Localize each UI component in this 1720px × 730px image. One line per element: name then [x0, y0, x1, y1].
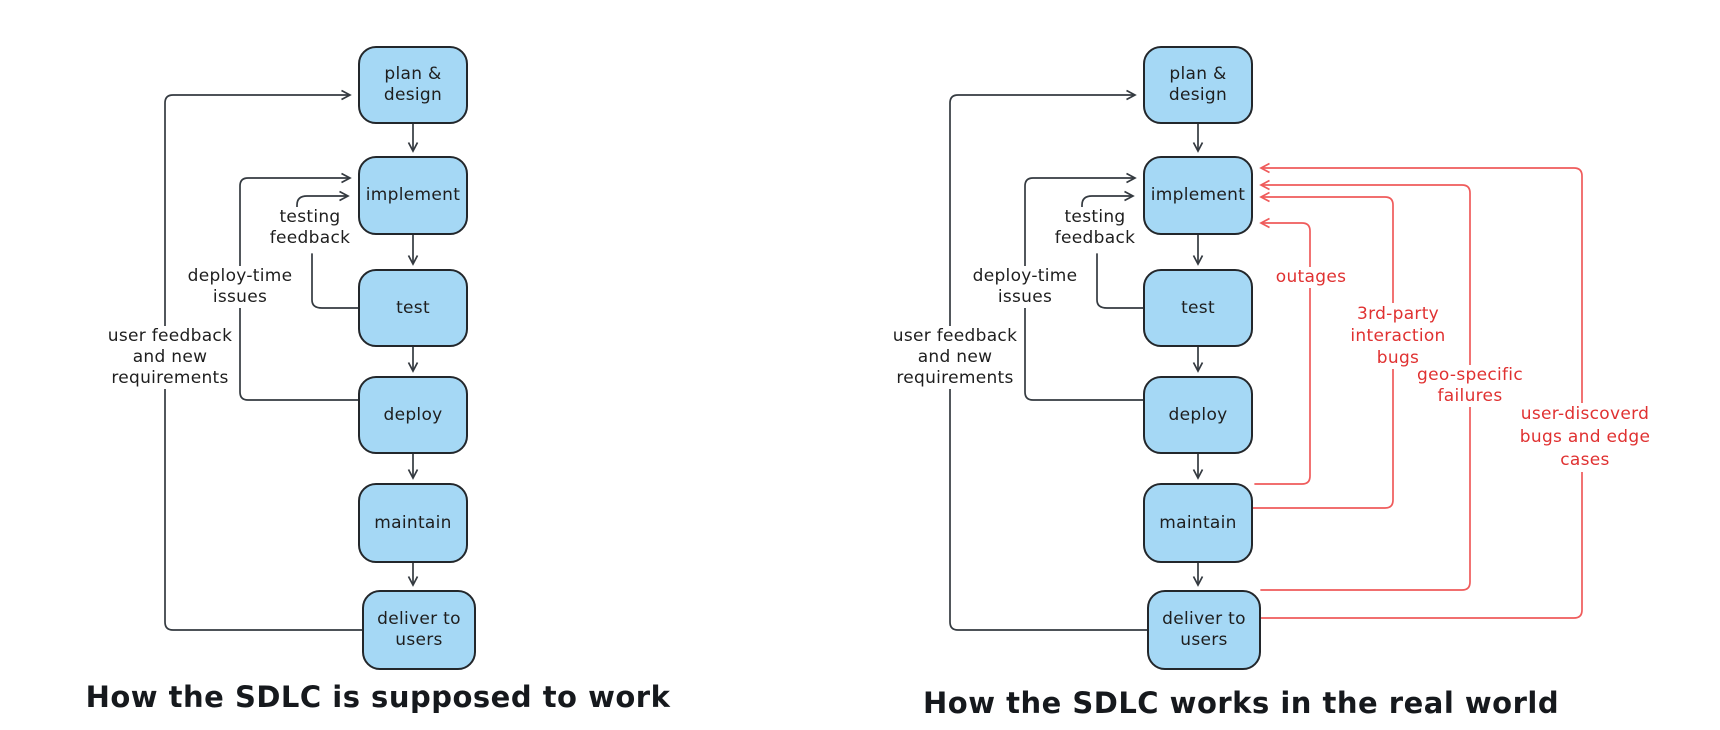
- edge-label-line: requirements: [111, 368, 229, 388]
- failure-label-line: user-discoverd: [1520, 404, 1650, 424]
- real-world-connector-layer: [949, 89, 1583, 631]
- sdlc-real-world-diagram: plan & design implement test deploy main…: [785, 0, 1720, 730]
- stage-box-implement: implement: [1143, 156, 1253, 235]
- failure-label-line: bugs: [1376, 348, 1420, 368]
- edge-label-line: and new: [917, 347, 993, 367]
- stage-box-test: test: [358, 269, 468, 347]
- stage-box-deploy: deploy: [358, 376, 468, 454]
- edge-label-line: testing: [279, 207, 341, 227]
- stage-box-deploy: deploy: [1143, 376, 1253, 454]
- failure-arrow-user-discovered: [1259, 162, 1583, 619]
- failure-label-line: interaction: [1350, 326, 1446, 346]
- diagram-title-real-world: How the SDLC works in the real world: [923, 686, 1560, 720]
- stage-box-plan-design: plan & design: [1143, 46, 1253, 124]
- edge-label-deploy-time-issues: deploy-time issues: [183, 266, 297, 308]
- edge-label-user-feedback: user feedback and new requirements: [890, 326, 1020, 389]
- edge-label-deploy-time-issues: deploy-time issues: [968, 266, 1082, 308]
- failure-label-user-discovered: user-discoverd bugs and edge cases: [1501, 403, 1669, 472]
- stage-box-plan-design: plan & design: [358, 46, 468, 124]
- edge-label-line: user feedback: [107, 326, 233, 346]
- edge-label-testing-feedback: testing feedback: [262, 207, 358, 249]
- stage-box-implement: implement: [358, 156, 468, 235]
- edge-label-line: deploy-time: [187, 266, 293, 286]
- edge-label-line: issues: [997, 287, 1053, 307]
- edge-label-line: and new: [132, 347, 208, 367]
- edge-label-line: user feedback: [892, 326, 1018, 346]
- failure-label-geo-specific: geo-specific failures: [1415, 365, 1525, 407]
- stage-box-test: test: [1143, 269, 1253, 347]
- edge-label-line: feedback: [1054, 228, 1136, 248]
- testing-feedback-arrow: [1081, 190, 1135, 215]
- failure-label-line: 3rd-party: [1356, 304, 1440, 324]
- failure-label-line: outages: [1275, 267, 1347, 287]
- diagram-title-ideal: How the SDLC is supposed to work: [85, 680, 671, 714]
- failure-label-line: geo-specific: [1417, 365, 1523, 385]
- stage-box-deliver: deliver to users: [362, 590, 476, 670]
- edge-label-line: issues: [212, 287, 268, 307]
- failure-label-line: failures: [1437, 386, 1503, 406]
- testing-feedback-arrow: [296, 190, 350, 215]
- edge-label-line: testing: [1064, 207, 1126, 227]
- stage-box-deliver: deliver to users: [1147, 590, 1261, 670]
- failure-label-outages: outages: [1265, 267, 1357, 288]
- edge-label-line: requirements: [896, 368, 1014, 388]
- edge-label-testing-feedback: testing feedback: [1047, 207, 1143, 249]
- failure-label-line: bugs and edge cases: [1519, 427, 1651, 470]
- edge-label-user-feedback: user feedback and new requirements: [105, 326, 235, 389]
- stage-box-maintain: maintain: [1143, 483, 1253, 563]
- failure-arrow-outages: [1254, 217, 1311, 485]
- edge-label-line: feedback: [269, 228, 351, 248]
- failure-label-third-party: 3rd-party interaction bugs: [1348, 303, 1448, 369]
- edge-label-line: deploy-time: [972, 266, 1078, 286]
- sdlc-ideal-diagram: plan & design implement test deploy main…: [0, 0, 785, 730]
- testing-feedback-line: [311, 253, 359, 309]
- stage-box-maintain: maintain: [358, 483, 468, 563]
- testing-feedback-line: [1096, 253, 1144, 309]
